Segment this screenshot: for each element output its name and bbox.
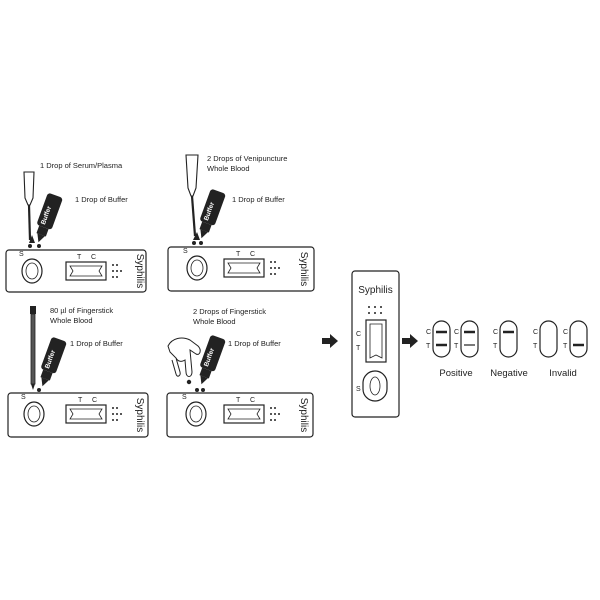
svg-text:C: C <box>250 397 255 404</box>
step-fingerstick-80ul: 80 µl of Fingerstick Whole Blood Buffer … <box>7 306 149 438</box>
cassette-brand: Syphilis <box>358 285 392 296</box>
result-invalid-strip: C T <box>533 320 558 358</box>
results-panel: C T C T C T C T C T <box>426 320 588 379</box>
sample-well <box>23 401 45 427</box>
svg-text:S: S <box>21 394 26 401</box>
result-window <box>223 258 265 278</box>
cassette-brand: Syphilis <box>298 252 309 286</box>
cassette-brand: Syphilis <box>298 398 309 432</box>
sample-well <box>186 255 208 281</box>
svg-text:S: S <box>182 394 187 401</box>
test-cassette: S T C Syphilis <box>167 246 315 292</box>
svg-text:T: T <box>454 343 459 350</box>
step-venipuncture-blood: 2 Drops of Venipuncture Whole Blood Buff… <box>167 154 315 292</box>
buffer-label: 1 Drop of Buffer <box>228 339 281 348</box>
arrow-right-icon <box>402 334 418 348</box>
dropper-icon <box>185 154 200 240</box>
hand-finger-icon <box>167 337 201 385</box>
result-label-negative: Negative <box>490 368 528 379</box>
result-negative-strip: C T <box>493 320 518 358</box>
step-fingerstick-drops: 2 Drops of Fingerstick Whole Blood Buffe… <box>166 307 314 438</box>
cassette-brand: Syphilis <box>134 254 145 288</box>
svg-text:C: C <box>92 397 97 404</box>
svg-text:T: T <box>236 397 241 404</box>
svg-text:T: T <box>426 343 431 350</box>
svg-text:T: T <box>356 345 361 352</box>
buffer-bottle-icon: Buffer <box>199 189 226 239</box>
test-cassette: S T C Syphilis <box>166 392 314 438</box>
result-window <box>65 404 107 424</box>
result-positive-strip: C T <box>454 320 479 358</box>
sample-label: 2 Drops of Fingerstick Whole Blood <box>193 307 268 326</box>
svg-text:C: C <box>356 331 361 338</box>
svg-text:T: T <box>236 251 241 258</box>
step-serum-plasma: 1 Drop of Serum/Plasma Buffer 1 Drop of … <box>5 161 147 293</box>
result-window <box>223 404 265 424</box>
result-label-positive: Positive <box>439 368 472 379</box>
sample-well <box>185 401 207 427</box>
buffer-bottle-icon: Buffer <box>199 335 226 385</box>
result-invalid-strip: C T <box>563 320 588 358</box>
test-cassette: S T C Syphilis <box>7 392 149 438</box>
buffer-bottle-icon: Buffer <box>36 193 63 243</box>
sample-label: 2 Drops of Venipuncture Whole Blood <box>207 154 290 173</box>
sample-well <box>362 370 388 402</box>
result-window <box>365 319 387 363</box>
test-cassette: S T C Syphilis <box>5 249 147 293</box>
svg-text:T: T <box>533 343 538 350</box>
svg-text:C: C <box>91 254 96 261</box>
sample-label: 1 Drop of Serum/Plasma <box>40 161 123 170</box>
sample-label: 80 µl of Fingerstick Whole Blood <box>50 306 115 325</box>
svg-text:C: C <box>533 329 538 336</box>
svg-text:S: S <box>356 386 361 393</box>
svg-text:S: S <box>19 251 24 258</box>
buffer-bottle-icon: Buffer <box>40 337 67 387</box>
svg-text:C: C <box>250 251 255 258</box>
dropper-icon <box>23 171 35 243</box>
svg-text:C: C <box>493 329 498 336</box>
result-label-invalid: Invalid <box>549 368 576 379</box>
result-positive-strip: C T <box>426 320 451 358</box>
result-window <box>65 261 107 281</box>
buffer-label: 1 Drop of Buffer <box>232 195 285 204</box>
svg-text:C: C <box>454 329 459 336</box>
cassette-brand: Syphilis <box>134 398 145 432</box>
buffer-label: 1 Drop of Buffer <box>70 339 123 348</box>
svg-text:T: T <box>563 343 568 350</box>
buffer-label: 1 Drop of Buffer <box>75 195 128 204</box>
svg-text:T: T <box>77 254 82 261</box>
arrow-right-icon <box>322 334 338 348</box>
svg-text:T: T <box>493 343 498 350</box>
vertical-test-cassette: Syphilis C T S <box>351 270 400 418</box>
capillary-tube-icon <box>30 306 36 390</box>
svg-text:C: C <box>426 329 431 336</box>
svg-text:S: S <box>183 248 188 255</box>
svg-text:C: C <box>563 329 568 336</box>
svg-text:T: T <box>78 397 83 404</box>
sample-well <box>21 258 43 284</box>
